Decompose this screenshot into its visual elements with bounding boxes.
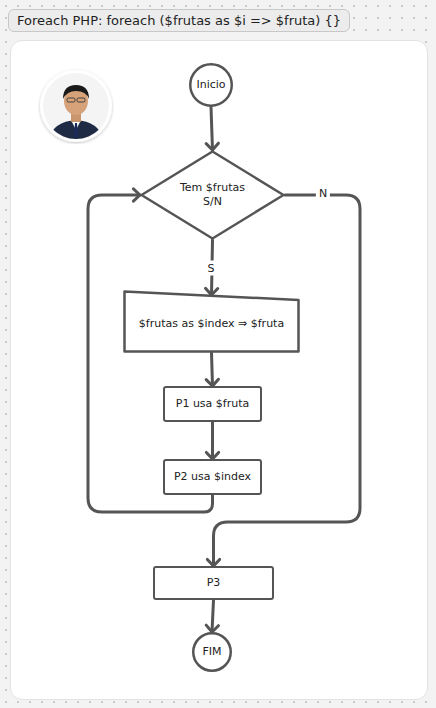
input-box: $frutas as $index ⇒ $fruta <box>123 290 300 353</box>
process-box: P3 <box>153 566 274 600</box>
node-text: FIM <box>202 645 221 659</box>
decision-diamond: Tem $frutas S/N <box>140 150 285 240</box>
edge-label: N <box>316 186 330 201</box>
node-text: Tem $frutas S/N <box>177 181 249 209</box>
node-text: P3 <box>207 576 221 590</box>
flow-arrow <box>206 422 218 459</box>
diagram-title: Foreach PHP: foreach ($frutas as $i => $… <box>8 9 350 32</box>
flow-arrow <box>207 195 360 566</box>
end-terminal: FIM <box>192 632 232 672</box>
node-text: Inicio <box>196 78 225 92</box>
process-box: P2 usa $index <box>163 459 262 495</box>
flow-arrow <box>205 240 217 295</box>
node-text: P2 usa $index <box>174 470 251 484</box>
node-text: $frutas as $index ⇒ $fruta <box>132 317 292 331</box>
avatar-photo <box>38 68 114 144</box>
flow-arrow <box>206 353 218 386</box>
flow-arrow <box>206 600 218 632</box>
node-text: P1 usa $fruta <box>176 397 250 411</box>
process-box: P1 usa $fruta <box>163 386 262 422</box>
flow-arrow <box>206 107 218 150</box>
start-terminal: Inicio <box>189 63 233 107</box>
edge-label: S <box>205 261 218 276</box>
